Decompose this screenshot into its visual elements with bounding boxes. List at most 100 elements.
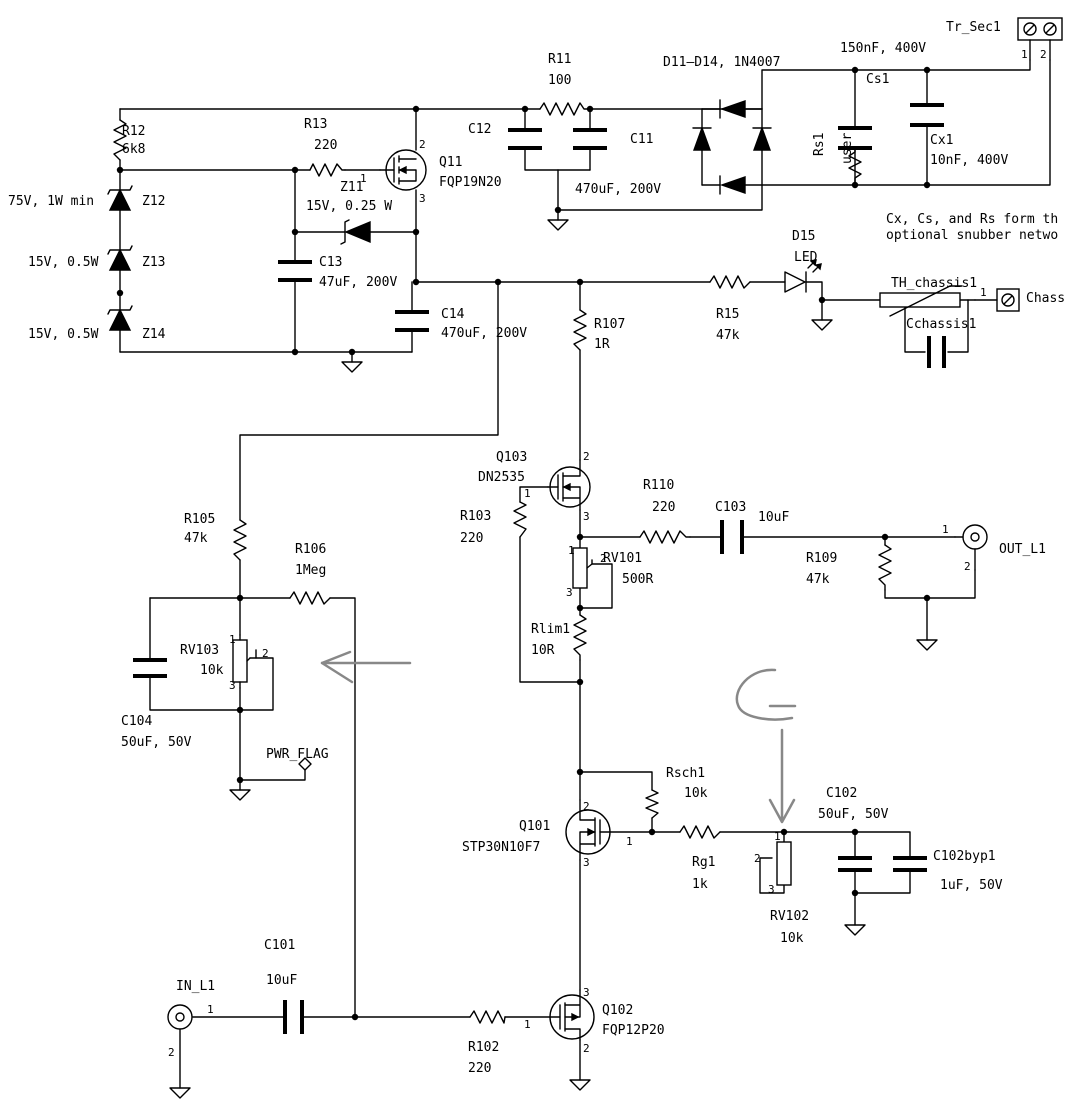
- label-c104-val: 50uF, 50V: [121, 735, 192, 750]
- label-tr-sec1: Tr_Sec1: [946, 20, 1001, 35]
- q102-mosfet: [549, 989, 595, 1041]
- pwr-flag: [298, 757, 312, 771]
- label-chassis: Chass: [1026, 291, 1065, 306]
- label-cx1: Cx1: [930, 133, 953, 148]
- pin-q11-2: 2: [419, 138, 426, 151]
- label-c103-val: 10uF: [758, 510, 789, 525]
- cx1-capacitor: [910, 103, 944, 127]
- label-r11-val: 100: [548, 73, 571, 88]
- pin-q103-3: 3: [583, 510, 590, 523]
- label-q102: Q102: [602, 1003, 633, 1018]
- label-r110: R110: [643, 478, 674, 493]
- pin-rv101-2: 2: [600, 552, 607, 565]
- r110-resistor: [639, 530, 691, 544]
- c12-capacitor: [508, 128, 542, 150]
- c101-capacitor: [283, 1000, 304, 1034]
- label-c14-val: 470uF, 200V: [441, 326, 527, 341]
- label-rv102: RV102: [770, 909, 809, 924]
- label-rs1: Rs1: [812, 133, 827, 156]
- z13-zener: [107, 245, 133, 271]
- r103-resistor: [513, 501, 527, 538]
- label-z12-val: 75V, 1W min: [8, 194, 94, 209]
- pin-in-1: 1: [207, 1003, 214, 1016]
- label-rsch1-val: 10k: [684, 786, 708, 801]
- label-r103: R103: [460, 509, 491, 524]
- label-c12: C12: [468, 122, 491, 137]
- label-c102-val: 50uF, 50V: [818, 807, 889, 822]
- label-q103-type: DN2535: [478, 470, 525, 485]
- r15-resistor: [709, 275, 751, 289]
- label-bridge: D11–D14, 1N4007: [663, 55, 780, 70]
- label-cchassis1: Cchassis1: [906, 317, 976, 332]
- pin-q102-2: 2: [583, 1042, 590, 1055]
- label-r107-val: 1R: [594, 337, 610, 352]
- label-r103-val: 220: [460, 531, 483, 546]
- ground-symbols: [169, 219, 938, 1099]
- label-out-l1: OUT_L1: [999, 542, 1046, 557]
- hand-arrow-left: [320, 650, 412, 684]
- pin-rv102-2: 2: [754, 852, 761, 865]
- label-r13: R13: [304, 117, 327, 132]
- label-r109: R109: [806, 551, 837, 566]
- label-c14: C14: [441, 307, 465, 322]
- r105-resistor: [233, 519, 247, 561]
- label-r107: R107: [594, 317, 625, 332]
- label-d15-val: LED: [794, 250, 818, 265]
- label-c102byp1: C102byp1: [933, 849, 996, 864]
- pin-q102-1: 1: [524, 1018, 531, 1031]
- rv101-trimmer: [572, 547, 593, 589]
- pin-q101-3: 3: [583, 856, 590, 869]
- label-th-chassis1: TH_chassis1: [891, 276, 977, 291]
- z14-zener: [107, 305, 133, 331]
- out-l1-connector: [954, 524, 988, 571]
- label-q11: Q11: [439, 155, 462, 170]
- label-c11: C11: [630, 132, 653, 147]
- label-cs1: Cs1: [866, 72, 889, 87]
- label-q101: Q101: [519, 819, 550, 834]
- label-c101: C101: [264, 938, 295, 953]
- q103-mosfet: [547, 459, 591, 511]
- label-c11-val: 470uF, 200V: [575, 182, 661, 197]
- label-rv102-val: 10k: [780, 931, 804, 946]
- rg1-resistor: [679, 825, 721, 839]
- pin-rv101-3: 3: [566, 586, 573, 599]
- r11-resistor: [539, 102, 591, 116]
- r102-resistor: [469, 1010, 506, 1024]
- chassis-terminal: [974, 288, 1020, 312]
- label-rlim1: Rlim1: [531, 622, 570, 637]
- rv102-trimmer: [776, 841, 792, 886]
- c102-capacitor: [838, 856, 872, 872]
- label-rs1-val: user: [840, 133, 855, 164]
- label-r102-val: 220: [468, 1061, 491, 1076]
- label-q11-type: FQP19N20: [439, 175, 502, 190]
- rs1-resistor: [848, 147, 862, 186]
- snubber-note-line1: Cx, Cs, and Rs form th: [886, 212, 1058, 227]
- pin-out-1: 1: [942, 523, 949, 536]
- bridge-diodes: [692, 99, 772, 195]
- pin-rv102-1: 1: [774, 830, 781, 843]
- d15-led: [784, 259, 822, 293]
- rsch1-resistor: [645, 789, 659, 819]
- label-c103: C103: [715, 500, 746, 515]
- label-z12: Z12: [142, 194, 165, 209]
- label-z14: Z14: [142, 327, 166, 342]
- c11-capacitor: [573, 128, 607, 150]
- label-c104: C104: [121, 714, 152, 729]
- tr-sec1-connector: [1017, 17, 1063, 61]
- c13-capacitor: [278, 260, 312, 282]
- label-c102: C102: [826, 786, 857, 801]
- z11-zener: [340, 219, 371, 245]
- snubber-note-line2: optional snubber netwo: [886, 228, 1058, 243]
- label-r11: R11: [548, 52, 571, 67]
- pin-in-2: 2: [168, 1046, 175, 1059]
- label-c13: C13: [319, 255, 342, 270]
- pin-q11-1: 1: [360, 172, 367, 185]
- pin-rv101-1: 1: [568, 544, 575, 557]
- label-r105-val: 47k: [184, 531, 208, 546]
- label-q101-type: STP30N10F7: [462, 840, 540, 855]
- pin-q101-2: 2: [583, 800, 590, 813]
- pin-q103-1: 1: [524, 487, 531, 500]
- label-r109-val: 47k: [806, 572, 830, 587]
- c102byp1-capacitor: [893, 856, 927, 872]
